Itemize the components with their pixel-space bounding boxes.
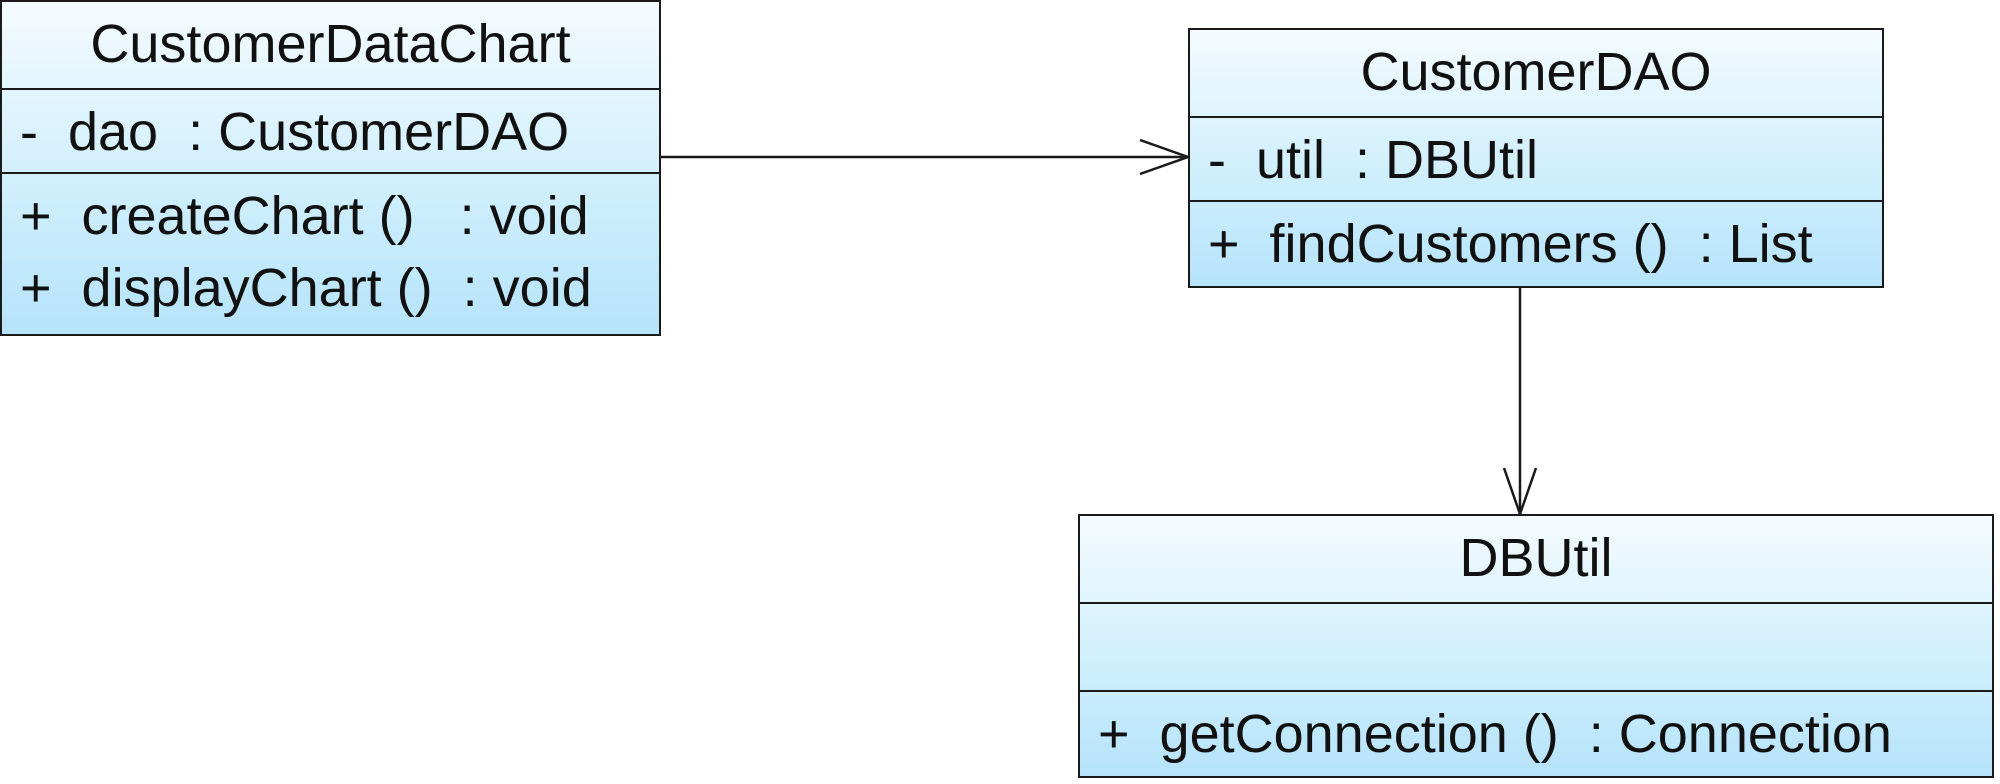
class-customer-dao[interactable]: CustomerDAO - util : DBUtil + findCustom… — [1188, 28, 1884, 288]
name-compartment: CustomerDataChart — [2, 2, 659, 90]
name-compartment: DBUtil — [1080, 516, 1992, 604]
operation: + createChart () : void — [20, 186, 589, 246]
operation: + findCustomers () : List — [1208, 214, 1813, 274]
association-chart-to-dao — [661, 138, 1192, 176]
attribute: - dao : CustomerDAO — [20, 102, 570, 162]
attributes-compartment: - util : DBUtil — [1190, 118, 1882, 202]
attribute: - util : DBUtil — [1208, 130, 1539, 190]
class-name: CustomerDataChart — [90, 14, 571, 74]
operation: + getConnection () : Connection — [1098, 704, 1892, 764]
attributes-compartment: - dao : CustomerDAO — [2, 90, 659, 174]
operations-compartment: + findCustomers () : List — [1190, 202, 1882, 286]
attributes-compartment — [1080, 604, 1992, 692]
operation: + displayChart () : void — [20, 258, 592, 318]
association-dao-to-dbutil — [1502, 288, 1538, 518]
class-customer-data-chart[interactable]: CustomerDataChart - dao : CustomerDAO + … — [0, 0, 661, 336]
class-name: CustomerDAO — [1360, 42, 1712, 102]
operations-compartment: + createChart () : void + displayChart (… — [2, 174, 659, 334]
class-name: DBUtil — [1459, 528, 1613, 588]
operations-compartment: + getConnection () : Connection — [1080, 692, 1992, 776]
name-compartment: CustomerDAO — [1190, 30, 1882, 118]
class-db-util[interactable]: DBUtil + getConnection () : Connection — [1078, 514, 1994, 778]
